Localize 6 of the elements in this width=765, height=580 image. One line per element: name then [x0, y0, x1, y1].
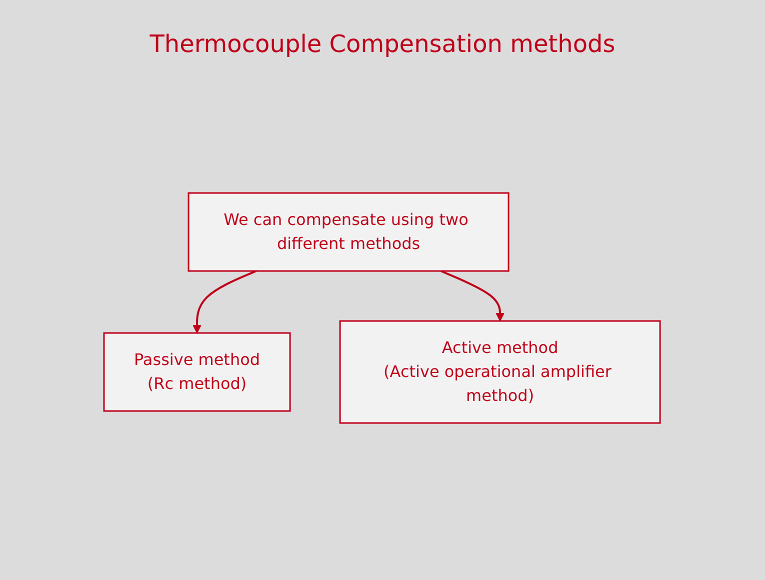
node-box: We can compensate using two different methods — [188, 192, 510, 272]
node-box: Passive method (Rc method) — [104, 332, 292, 412]
arrow — [193, 270, 258, 334]
arrow — [440, 270, 505, 322]
title: Thermocouple Compensation methods — [148, 30, 616, 58]
node-box: Active method (Active operational amplifier method) — [340, 320, 662, 424]
